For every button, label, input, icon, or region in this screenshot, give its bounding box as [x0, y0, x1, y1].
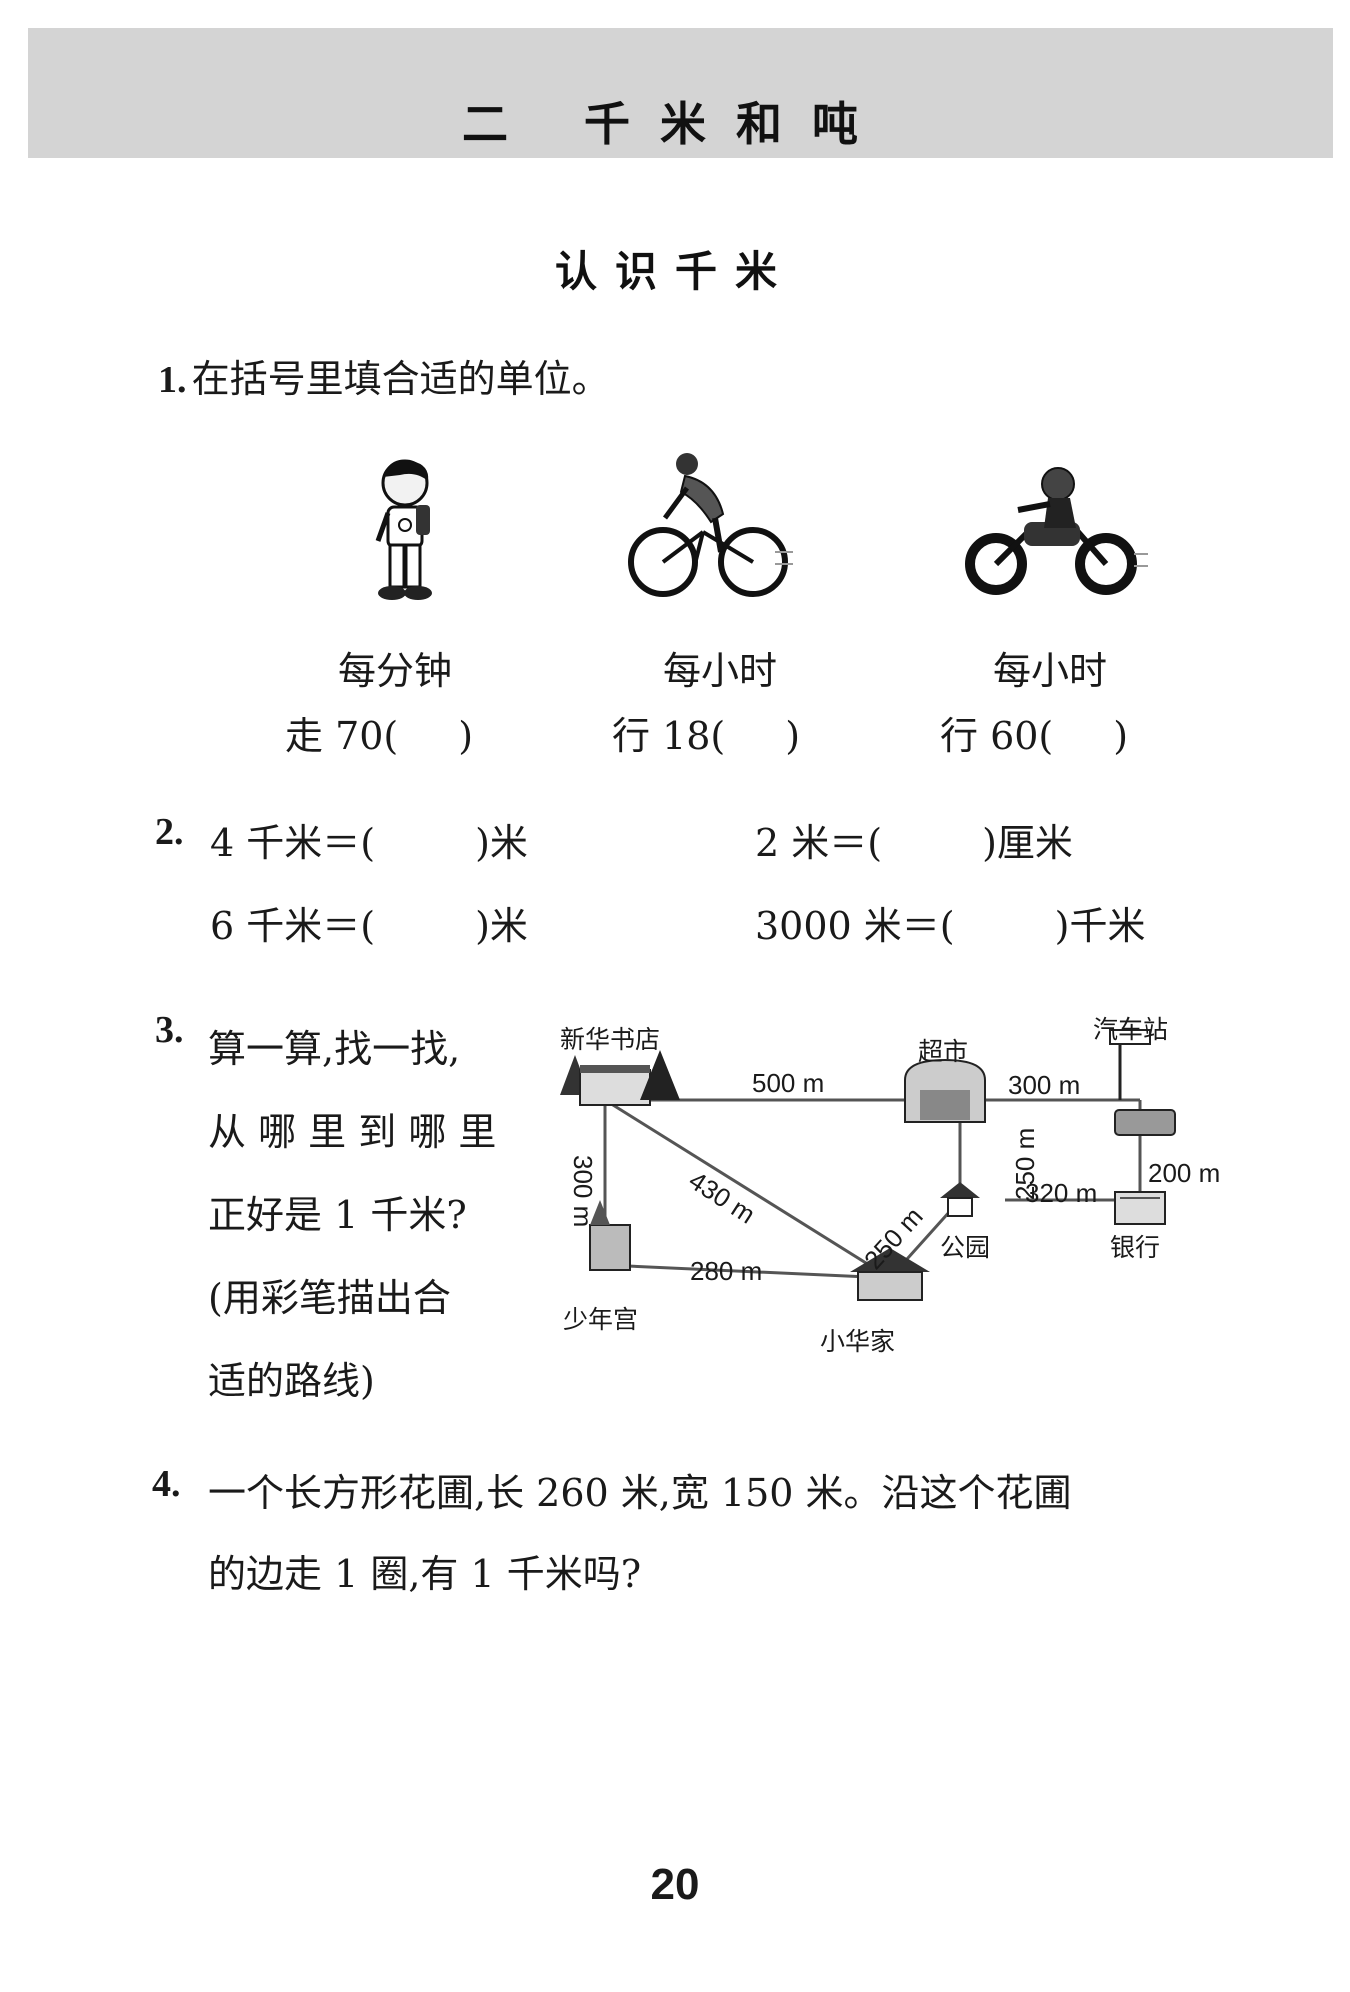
section-title: 认识千米: [554, 247, 795, 296]
motorcyclist-icon: [965, 467, 1148, 595]
question-text: 一个长方形花圃,长 260 米,宽 150 米。沿这个花圃: [208, 1471, 1072, 1515]
question-text: 算一算,找一找, 从 哪 里 到 哪 里 正好是 1 千米? (用彩笔描出合 适…: [208, 1027, 497, 1403]
place-park: 公园: [940, 1233, 991, 1262]
distance-label: 320 m: [1025, 1178, 1098, 1208]
distance-label: 500 m: [752, 1068, 825, 1098]
chapter-banner: [28, 28, 1333, 158]
conversion-item: 2 米＝()厘米: [755, 821, 1073, 865]
place-bus-station: 汽车站: [1093, 1015, 1169, 1044]
distance-label: 200 m: [1148, 1158, 1221, 1188]
home-icon: [850, 1248, 930, 1301]
conversion-item: 3000 米＝()千米: [755, 904, 1146, 948]
distance-label: 300 m: [568, 1155, 598, 1228]
conversion-item: 4 千米＝()米: [210, 821, 528, 865]
question-number: 4.: [152, 1463, 181, 1505]
walking-boy-icon: [375, 459, 432, 600]
place-bank: 银行: [1110, 1233, 1161, 1262]
caption-line1: 每小时: [662, 649, 777, 693]
place-supermarket: 超市: [918, 1037, 969, 1066]
youth-palace-icon: [589, 1200, 631, 1271]
page-number: 20: [650, 1860, 700, 1909]
park-icon: [940, 1182, 980, 1217]
question-text: 的边走 1 圈,有 1 千米吗?: [208, 1552, 642, 1596]
cyclist-icon: [628, 453, 793, 597]
answer-blank-1: 走 70(): [285, 714, 474, 758]
place-bookstore: 新华书店: [560, 1025, 661, 1054]
caption-line1: 每小时: [992, 649, 1107, 693]
question-1: 1. 在括号里填合适的单位。: [158, 348, 610, 403]
conversion-item: 6 千米＝()米: [210, 904, 528, 948]
question-number: 3.: [155, 1009, 184, 1051]
place-youth-palace: 少年宫: [563, 1305, 639, 1334]
bus-station-icon: [1109, 1029, 1176, 1136]
answer-blank-3: 行 60(): [940, 714, 1129, 758]
answer-blank-2: 行 18(): [612, 714, 801, 758]
place-home: 小华家: [820, 1327, 896, 1356]
chapter-title: 二 千米和吨: [461, 97, 888, 151]
bank-icon: [1114, 1191, 1166, 1225]
question-number: 2.: [155, 811, 184, 853]
route-map: [560, 1029, 1176, 1301]
caption-line1: 每分钟: [337, 649, 452, 693]
distance-label: 280 m: [690, 1256, 763, 1286]
supermarket-icon: [904, 1058, 986, 1123]
bookstore-icon: [560, 1050, 680, 1106]
question-text: 在括号里填合适的单位。: [191, 357, 610, 401]
question-number: 1.: [158, 359, 187, 401]
distance-label: 300 m: [1008, 1070, 1081, 1100]
